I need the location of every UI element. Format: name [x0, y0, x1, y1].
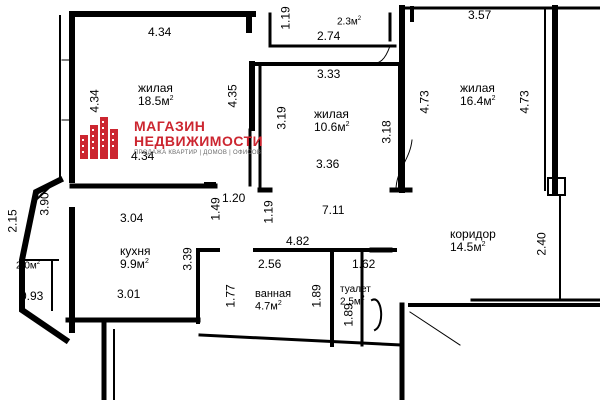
- dim-kitchen-right: 3.39: [180, 247, 195, 271]
- dim-bay-bottom: 0.93: [20, 289, 44, 303]
- room-living-large: жилая 18.5м2: [138, 81, 174, 109]
- dim-corridor-length: 7.11: [322, 203, 345, 217]
- agency-logo: МАГАЗИН НЕДВИЖИМОСТИ ПРОДАЖА КВАРТИР | Д…: [78, 117, 298, 159]
- dim-right-top: 3.57: [468, 8, 492, 22]
- dim-bedroom-bottom: 3.36: [316, 157, 340, 171]
- logo-title-line2: НЕДВИЖИМОСТИ: [134, 133, 264, 149]
- room-corridor: коридор 14.5м2: [450, 227, 496, 255]
- room-living-right: жилая 16.4м2: [460, 81, 496, 109]
- room-kitchen: кухня 9.9м2: [120, 244, 151, 272]
- room-bathroom: ванная 4.7м2: [255, 288, 292, 313]
- dim-bay-upper: 3.90: [37, 192, 52, 216]
- dim-top-living: 4.34: [148, 25, 172, 39]
- balcony-area-top: 2.3м2: [337, 16, 362, 28]
- dim-bedroom-right: 3.18: [379, 120, 394, 144]
- dim-corridor-stub: 1.19: [261, 200, 276, 224]
- dim-bathroom-top: 2.56: [258, 257, 282, 271]
- dim-right-room-left: 4.73: [417, 90, 432, 114]
- room-living-medium: жилая 10.6м2: [314, 107, 350, 135]
- balcony-area-left: 2.0м2: [16, 260, 41, 272]
- dim-living-left-wall: 4.34: [87, 89, 102, 113]
- dim-kitchen-nook: 1.20: [222, 191, 246, 205]
- dim-kitchen-width: 3.01: [117, 287, 141, 301]
- room-toilet: туалет 2.5м2: [340, 284, 371, 308]
- dim-living-right-wall: 4.35: [225, 84, 240, 108]
- dim-kitchen-top: 3.04: [120, 211, 144, 225]
- dim-bay-side: 2.15: [5, 209, 20, 233]
- dim-corridor-side: 2.40: [534, 232, 549, 256]
- dim-toilet-top: 1.62: [352, 257, 376, 271]
- dim-right-room-right: 4.73: [517, 90, 532, 114]
- building-icon: [80, 117, 118, 159]
- dim-living-bottom: 4.34: [131, 149, 155, 163]
- logo-tagline: ПРОДАЖА КВАРТИР | ДОМОВ | ОФИСОВ: [134, 150, 262, 156]
- dim-toilet-height: 1.89: [341, 303, 356, 327]
- logo-title-line1: МАГАЗИН: [134, 118, 206, 134]
- dim-kitchen-nook-height: 1.49: [208, 197, 223, 221]
- dim-balcony-side: 1.19: [278, 6, 293, 30]
- dim-hall-width: 4.82: [286, 234, 310, 248]
- dim-bathroom-left: 1.77: [223, 284, 238, 308]
- dim-bathroom-right: 1.89: [309, 284, 324, 308]
- dim-bedroom-top: 3.33: [317, 67, 341, 81]
- dim-balcony-width: 2.74: [317, 29, 341, 43]
